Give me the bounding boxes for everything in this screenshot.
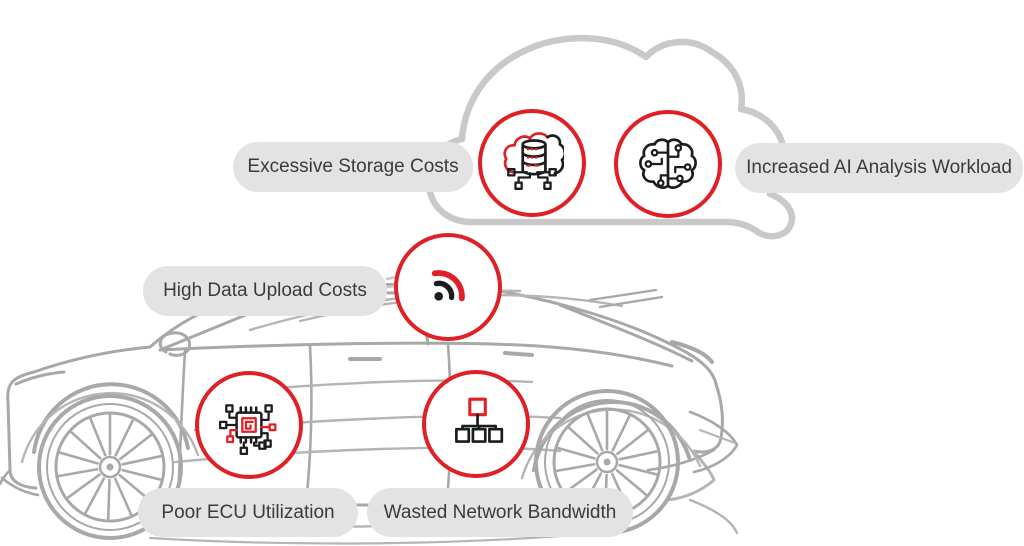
badge-ai — [614, 110, 722, 218]
callout-label: Wasted Network Bandwidth — [383, 501, 617, 523]
callout-label: Excessive Storage Costs — [247, 156, 459, 177]
callout-pill-ecu: Poor ECU Utilization — [138, 488, 358, 537]
callout-pill-ai: Increased AI Analysis Workload — [735, 143, 1023, 193]
wireless-signal-icon — [431, 270, 465, 302]
cloud-database-icon — [503, 132, 564, 190]
badge-network — [422, 370, 530, 478]
callout-label: Poor ECU Utilization — [161, 501, 335, 523]
network-topology-icon — [455, 397, 504, 443]
callout-label: Increased AI Analysis Workload — [746, 157, 1012, 178]
badge-storage — [478, 109, 586, 217]
callout-pill-network: Wasted Network Bandwidth — [367, 488, 633, 537]
callout-pill-upload: High Data Upload Costs — [143, 266, 387, 316]
ecu-chip-icon — [218, 404, 277, 456]
callout-label: High Data Upload Costs — [163, 280, 367, 301]
badge-ecu — [195, 371, 303, 479]
callout-pill-storage: Excessive Storage Costs — [233, 142, 473, 192]
badge-upload — [394, 233, 502, 341]
front-wheel — [37, 394, 183, 540]
ai-brain-circuit-icon — [639, 138, 697, 189]
